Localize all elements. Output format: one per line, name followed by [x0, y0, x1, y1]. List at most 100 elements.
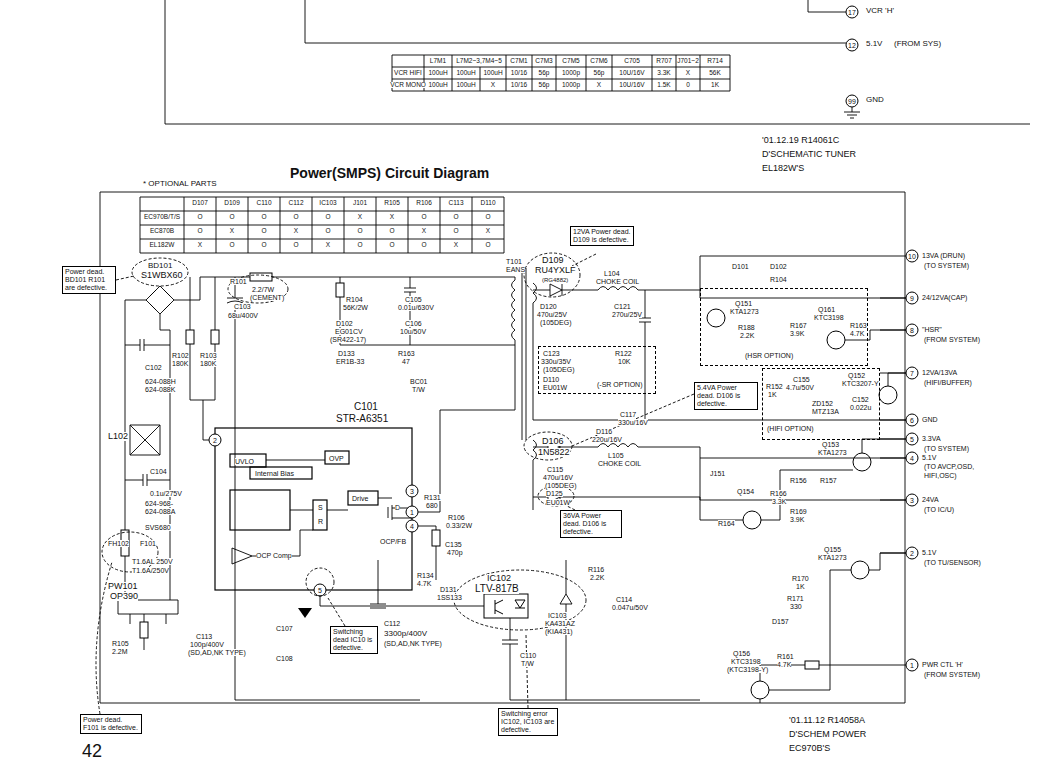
- pin-terminal: [906, 494, 918, 506]
- part-label: 3.3K: [772, 498, 786, 505]
- transistor-symbol: [879, 386, 897, 404]
- part-label: C108: [276, 655, 293, 662]
- wire: [700, 458, 906, 570]
- fault-note: Power dead. F101 is defective.: [80, 714, 142, 734]
- table-cell: 100uH: [428, 70, 447, 77]
- part-label: C115: [547, 466, 563, 473]
- table-cell: D107: [192, 200, 208, 207]
- part-label: D131: [440, 586, 457, 593]
- part-label: 10K: [618, 358, 630, 365]
- pin-number: 5: [318, 587, 322, 594]
- part-label: R167: [790, 322, 807, 329]
- fault-note: 12VA Power dead. D109 is defective.: [570, 226, 634, 246]
- component-symbol: [250, 273, 272, 281]
- part-label: 330u/35V: [541, 358, 571, 365]
- callout-ellipse: [454, 570, 586, 630]
- part-label: 180K: [172, 360, 188, 367]
- part-label: D120: [540, 303, 557, 310]
- part-label: Internal Bias: [255, 470, 294, 477]
- table-cell: O: [453, 214, 458, 221]
- transistor-symbol: [751, 681, 769, 699]
- pin-number: 3: [410, 488, 414, 495]
- part-label: STR-A6351: [336, 414, 388, 424]
- callout-ellipse: [538, 486, 574, 506]
- wire: [165, 0, 1030, 124]
- part-label: (CEMENT): [250, 294, 284, 301]
- table-cell: EC870B: [150, 228, 174, 235]
- part-label: SVS680: [145, 524, 171, 531]
- fault-note: 5.4VA Power dead. D106 is defective.: [694, 382, 758, 410]
- part-label: GND: [922, 416, 938, 423]
- part-label: D: [395, 504, 400, 511]
- part-label: VCR 'H': [866, 7, 894, 15]
- pin-terminal: [209, 6, 918, 671]
- callout-ellipse: [306, 568, 334, 596]
- part-label: LTV-817B: [475, 584, 519, 594]
- part-label: 0.33/2W: [446, 522, 472, 529]
- part-label: R170: [792, 575, 809, 582]
- pin-number: 4: [910, 455, 914, 462]
- part-label: Q152: [848, 372, 865, 379]
- table-cell: O: [485, 242, 490, 249]
- part-label: IC102: [487, 574, 511, 583]
- pin-terminal: [906, 433, 918, 445]
- table-cell: O: [197, 228, 202, 235]
- table-cell: X: [326, 242, 330, 249]
- table-cell: X: [491, 82, 495, 89]
- ic-outline: [230, 490, 290, 530]
- table-cell: VCR MONO: [390, 82, 426, 89]
- part-label: L102: [108, 432, 128, 441]
- part-label: (105DEG): [543, 366, 575, 373]
- part-label: (105DEG): [540, 319, 572, 326]
- part-label: C117: [620, 411, 636, 418]
- table-cell: J101: [353, 200, 367, 207]
- part-label: 470p: [447, 549, 463, 556]
- part-label: 624-968-: [145, 500, 173, 507]
- part-label: R157: [820, 477, 837, 484]
- note-text: Power dead. F101 is defective.: [83, 716, 139, 732]
- ic-outline: [325, 451, 349, 464]
- table-cell: 100uH: [483, 70, 502, 77]
- part-label: ER1B-33: [336, 358, 364, 365]
- part-label: 24VA: [922, 496, 939, 503]
- pin-number: 4: [410, 523, 414, 530]
- part-label: (TO SYSTEM): [924, 262, 969, 269]
- part-label: 0.047u/50V: [612, 604, 648, 611]
- part-label: C135: [445, 541, 462, 548]
- part-label: R105: [112, 640, 129, 647]
- part-label: C102: [145, 364, 162, 371]
- callout-ellipse: [228, 275, 288, 303]
- part-label: RU4YXLF: [535, 266, 576, 275]
- arrow-marker: [298, 608, 312, 618]
- transistor-symbol: [707, 309, 725, 327]
- component-symbol: [121, 273, 819, 669]
- part-label: Q154: [737, 488, 754, 495]
- part-label: (FROM SYSTEM): [924, 671, 980, 678]
- table-cell: VCR HIFI: [394, 70, 422, 77]
- callout-ellipse: [132, 258, 188, 286]
- callout-ellipse: [102, 532, 158, 572]
- table-cell: C7M1: [510, 58, 527, 65]
- table-cell: EC970B/T/S: [144, 214, 180, 221]
- table-cell: X: [454, 242, 458, 249]
- part-label: EC970B'S: [789, 744, 830, 753]
- callout-ellipse: [524, 432, 572, 460]
- part-label: R164: [718, 520, 735, 527]
- part-label: 330u/16V: [618, 419, 648, 426]
- part-label: 4.7K: [417, 580, 431, 587]
- part-label: EU01W: [546, 499, 570, 506]
- pin-number: 9: [910, 295, 914, 302]
- table-cell: 56p: [594, 70, 605, 77]
- part-label: 2.2K: [590, 574, 604, 581]
- table-cell: 10/16: [511, 82, 527, 89]
- option-label: (-SR OPTION): [597, 381, 643, 388]
- table-cell: R105: [384, 200, 400, 207]
- part-label: D110: [543, 376, 559, 383]
- part-label: R106: [448, 514, 465, 521]
- part-label: D106: [542, 437, 564, 446]
- table-cell: O: [485, 214, 490, 221]
- part-label: R131: [424, 494, 441, 501]
- option-region: (-SR OPTION): [538, 346, 656, 394]
- table-cell: R714: [707, 58, 723, 65]
- table-cell: O: [197, 214, 202, 221]
